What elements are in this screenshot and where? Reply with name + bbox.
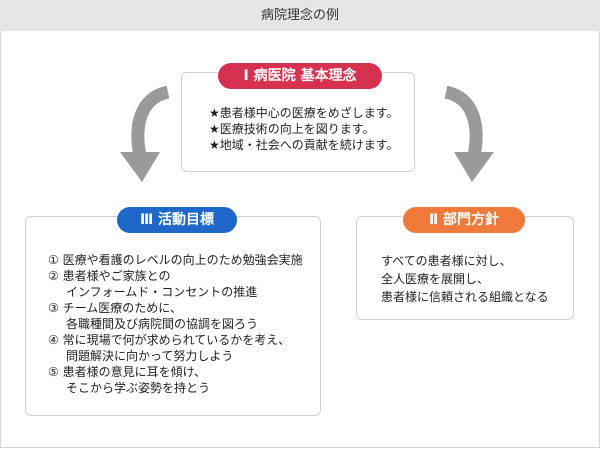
philosophy-line: ★患者様中心の医療をめざします。	[209, 106, 399, 120]
department-policy-box: すべての患者様に対し、 全人医療を展開し、 患者様に信頼される組織となる	[356, 216, 574, 320]
goal-item-continued: そこから学ぶ姿勢を持とう	[66, 381, 211, 395]
basic-philosophy-heading: Ⅰ 病医院 基本理念	[218, 63, 382, 89]
policy-line: すべての患者様に対し、	[381, 254, 512, 268]
goal-item: ③ チーム医療のために、	[48, 301, 182, 315]
philosophy-line: ★地域・社会への貢献を続けます。	[209, 138, 399, 152]
department-policy-heading: Ⅱ 部門方針	[403, 207, 525, 233]
goal-item: ① 医療や看護のレベルの向上のため勉強会実施	[48, 253, 303, 267]
goal-item-continued: インフォームド・コンセントの推進	[66, 285, 258, 299]
activity-goals-heading: Ⅲ 活動目標	[117, 207, 237, 233]
curved-arrow-down-right-icon	[444, 86, 494, 182]
goal-item: ⑤ 患者様の意見に耳を傾け、	[48, 365, 206, 379]
curved-arrow-down-left-icon	[120, 86, 170, 182]
activity-goals-box: ① 医療や看護のレベルの向上のため勉強会実施 ② 患者様やご家族との インフォー…	[25, 216, 321, 416]
page-title: 病院理念の例	[0, 0, 600, 32]
philosophy-line: ★医療技術の向上を図ります。	[209, 122, 375, 136]
goal-item-continued: 問題解決に向かって努力しよう	[66, 349, 234, 363]
policy-line: 患者様に信頼される組織となる	[381, 290, 549, 304]
goal-item: ② 患者様やご家族との	[48, 269, 171, 283]
policy-line: 全人医療を展開し、	[381, 272, 490, 286]
goal-item: ④ 常に現場で何が求められているかを考え、	[48, 333, 291, 347]
goal-item-continued: 各職種間及び病院間の協調を図ろう	[66, 317, 259, 331]
